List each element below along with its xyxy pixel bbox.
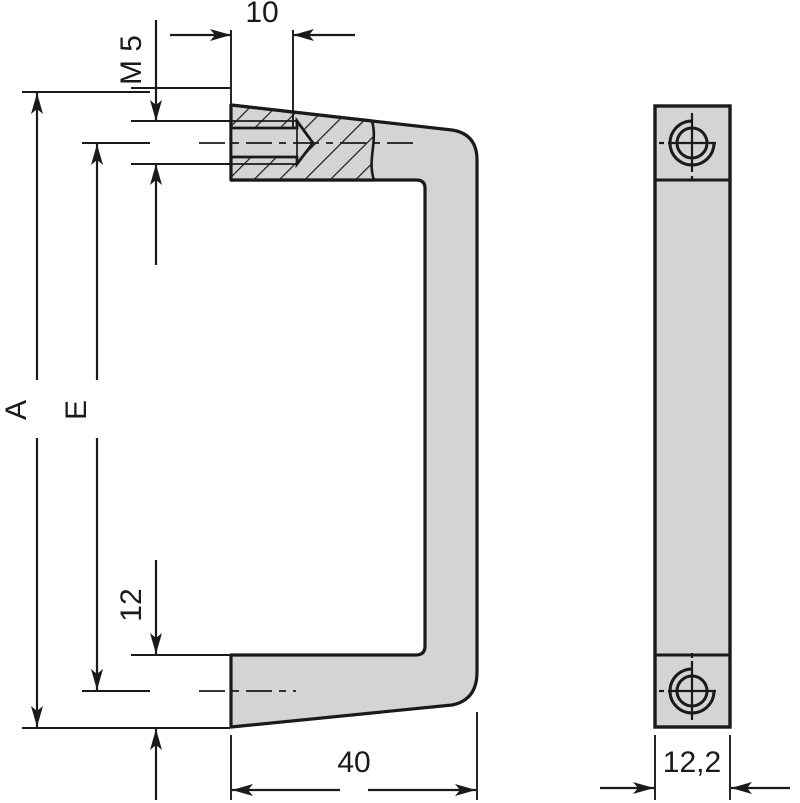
side-view xyxy=(653,104,732,729)
dimension-40: 40 xyxy=(230,712,478,800)
dimension-10: 10 xyxy=(170,0,355,128)
dimension-m5-label: M 5 xyxy=(115,35,148,85)
dimension-a-label: A xyxy=(0,400,33,420)
dimension-a: A xyxy=(0,91,150,729)
dimension-e-label: E xyxy=(60,400,93,420)
dimension-12-2-label: 12,2 xyxy=(663,746,721,779)
dimension-m5: M 5 xyxy=(115,20,230,265)
side-view-thread-symbol-top xyxy=(659,113,716,181)
dimension-10-label: 10 xyxy=(245,0,278,29)
dimension-40-label: 40 xyxy=(337,746,370,779)
threaded-hole-section xyxy=(199,116,420,169)
side-view-thread-symbol-bottom xyxy=(659,653,716,720)
dimension-e: E xyxy=(60,142,150,692)
dimension-12-label: 12 xyxy=(115,588,148,621)
front-section-view xyxy=(199,103,479,729)
dimension-12-2: 12,2 xyxy=(600,735,790,800)
dimension-12: 12 xyxy=(115,560,230,800)
side-view-body xyxy=(653,104,732,729)
